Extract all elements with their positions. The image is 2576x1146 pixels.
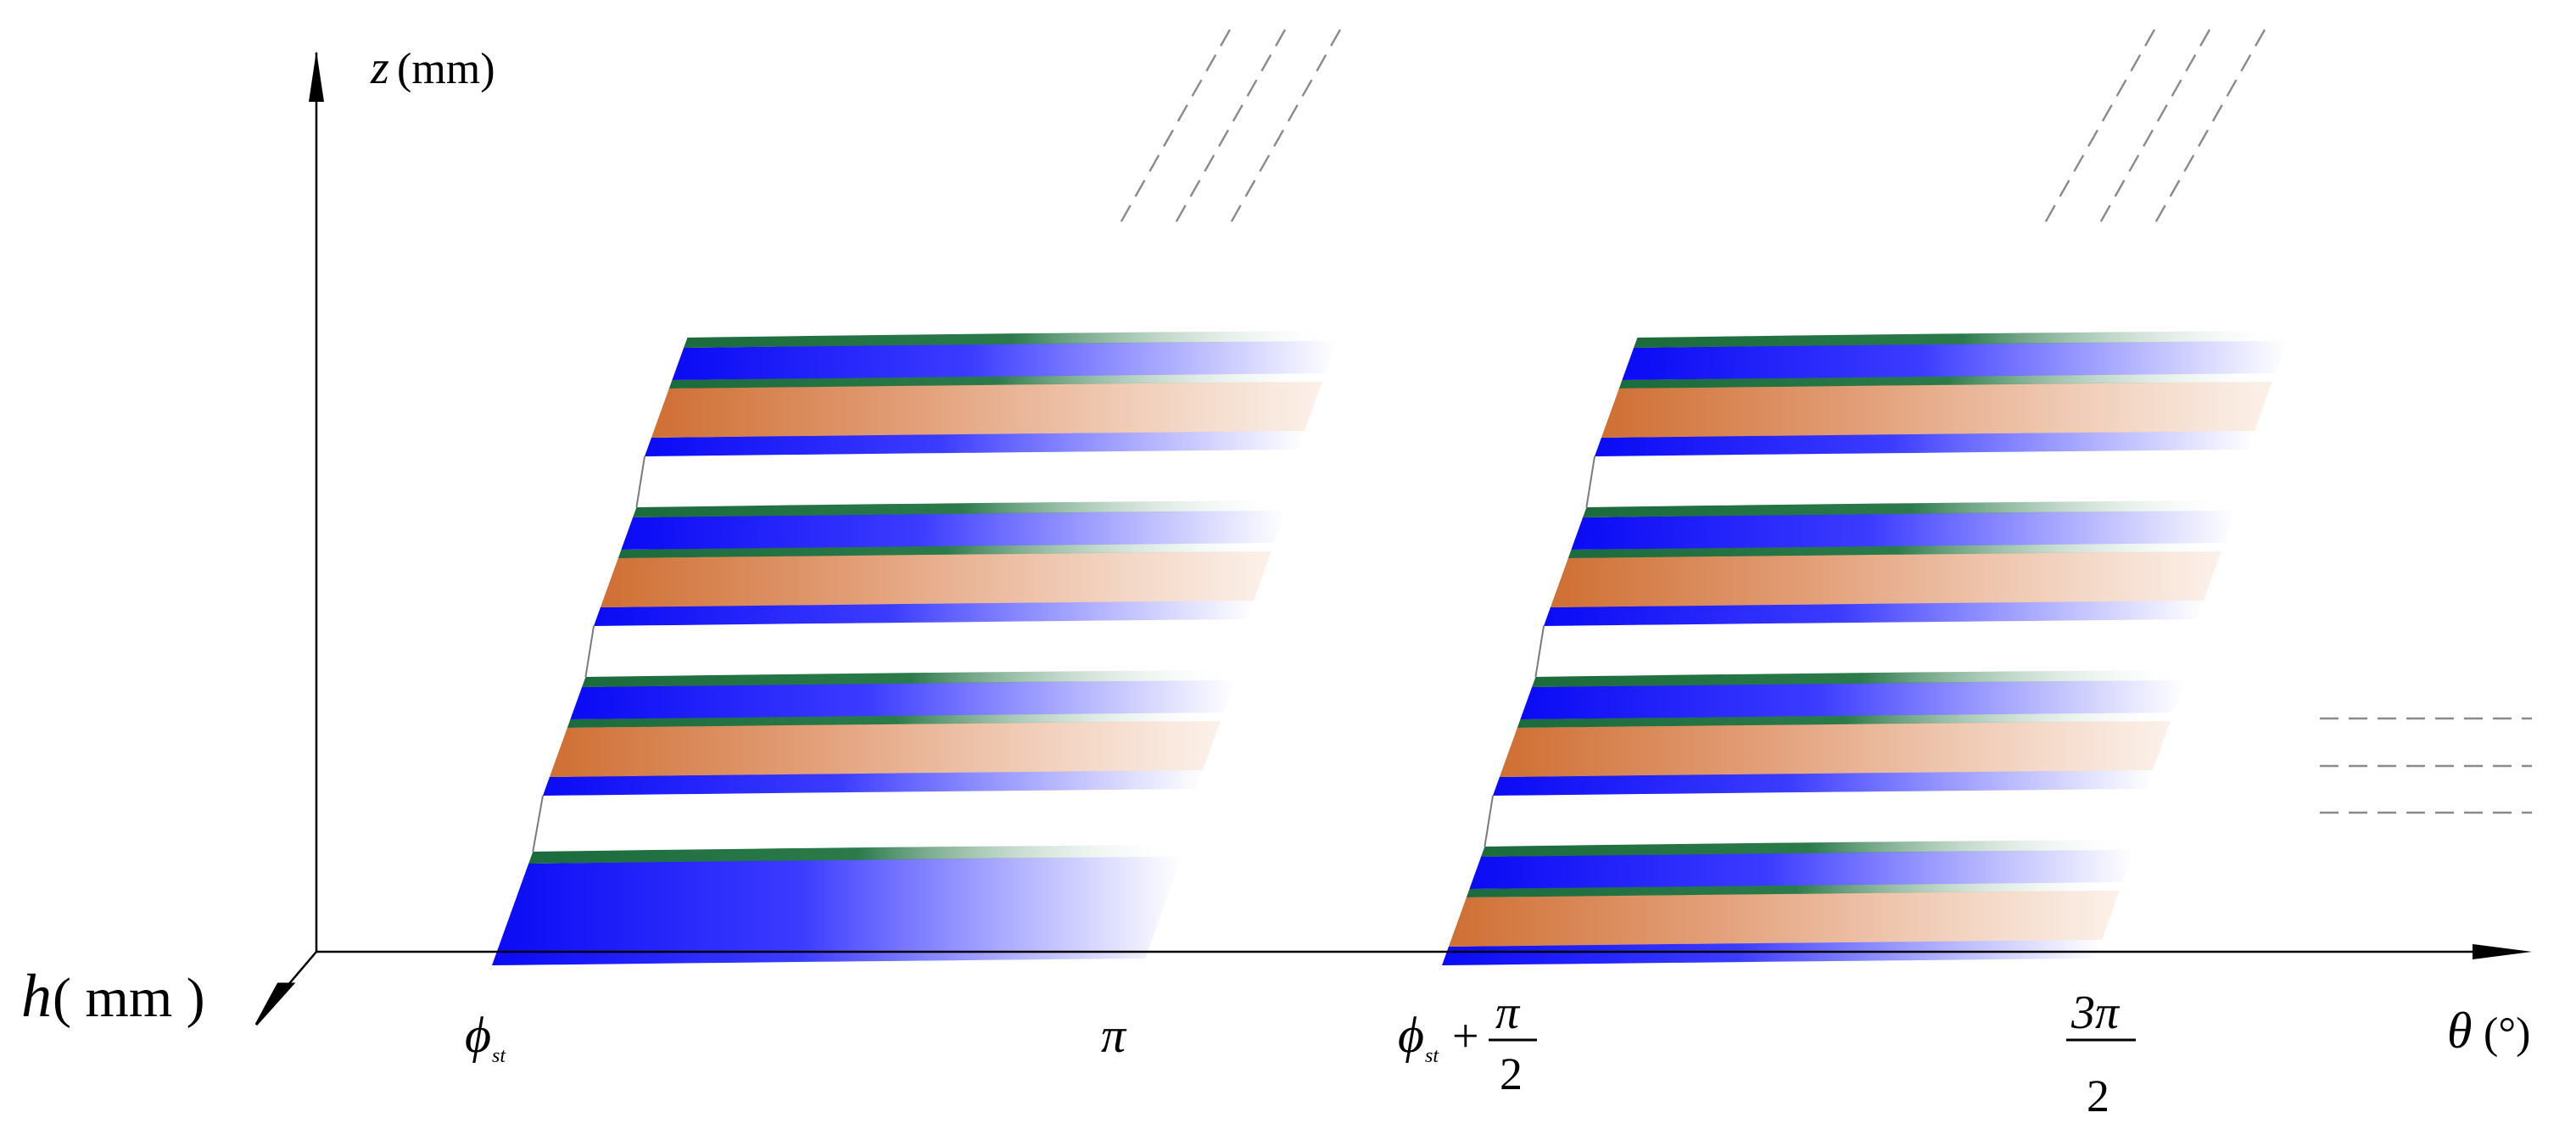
connector-line	[1484, 795, 1494, 847]
tick-three-pi-numerator: 3π	[2070, 987, 2121, 1039]
green-edge	[1532, 670, 2189, 687]
green-edge	[567, 713, 1224, 728]
blue-band	[1469, 850, 2135, 889]
left-stack	[492, 331, 1341, 965]
green-edge	[617, 543, 1275, 558]
axes	[254, 51, 2532, 1026]
tick-phi-st-subscript: st	[492, 1045, 506, 1067]
band-level	[645, 331, 1341, 456]
green-edge	[582, 670, 1239, 687]
theta-axis-arrow-icon	[2473, 944, 2532, 959]
blue-band	[1493, 770, 2153, 796]
green-edge	[1481, 840, 2138, 857]
green-edge	[1634, 331, 2291, 348]
orange-band	[549, 721, 1221, 777]
connector-line	[1534, 625, 1545, 678]
green-edge	[1466, 882, 2123, 897]
tick-phi-st: ϕ	[465, 1007, 491, 1063]
blue-band	[1622, 341, 2288, 380]
tick-pi: π	[1101, 1008, 1127, 1063]
green-edge	[528, 845, 1187, 864]
green-edge	[1567, 543, 2225, 558]
blue-band	[672, 341, 1338, 380]
green-edge	[1618, 373, 2276, 389]
green-edge	[684, 331, 1341, 348]
blue-band	[570, 680, 1236, 719]
dash-line	[1171, 29, 1287, 228]
orange-band	[600, 551, 1271, 607]
continuation-dashes	[1116, 29, 2532, 814]
connector-line	[1585, 456, 1595, 508]
theta-axis-unit: (°)	[2484, 1009, 2530, 1058]
blue-band	[1544, 601, 2204, 626]
theta-axis-label: θ	[2447, 1003, 2472, 1059]
green-edge	[633, 500, 1290, 517]
tick-three-pi-denominator: 2	[2087, 1071, 2109, 1121]
green-edge	[1517, 713, 2174, 728]
green-edge	[668, 373, 1326, 389]
band-level	[543, 670, 1239, 796]
band-level	[1442, 840, 2138, 965]
z-axis-label: z	[370, 42, 389, 94]
tick-frac-pi-denominator: 2	[1500, 1048, 1523, 1099]
blue-band	[594, 601, 1254, 626]
blue-band	[1595, 431, 2255, 456]
dash-line	[2096, 29, 2211, 228]
blue-band	[543, 770, 1203, 796]
right-stack	[1442, 331, 2291, 965]
dash-line	[2151, 29, 2266, 228]
h-axis-arrow-icon	[254, 982, 296, 1026]
dash-line	[1116, 29, 1232, 228]
orange-band	[1499, 721, 2171, 777]
tick-phi-st-2: ϕ	[1398, 1007, 1424, 1063]
dash-line	[1227, 29, 1342, 228]
blue-band	[645, 431, 1305, 456]
band-level	[492, 845, 1187, 965]
band-connectors	[532, 456, 1595, 853]
orange-band	[1601, 382, 2272, 438]
orange-band	[1550, 551, 2221, 607]
tick-frac-pi-numerator: π	[1495, 987, 1521, 1039]
band-level	[1595, 331, 2291, 456]
band-level	[594, 500, 1290, 626]
green-edge	[1583, 500, 2240, 517]
blue-band	[492, 857, 1182, 965]
band-layer	[492, 331, 2291, 965]
connector-line	[635, 456, 645, 508]
blue-band	[1520, 680, 2186, 719]
z-axis-arrow-icon	[309, 51, 324, 102]
h-axis-unit: ( mm )	[53, 967, 205, 1029]
band-level	[1544, 500, 2240, 626]
orange-band	[651, 382, 1322, 438]
orange-band	[1448, 891, 2120, 947]
blue-band	[1571, 511, 2237, 550]
tick-phi-st-2-subscript: st	[1425, 1045, 1439, 1067]
blue-band	[621, 511, 1287, 550]
tick-labels: ϕ st π ϕ st + π 2 3π 2	[465, 987, 2136, 1121]
band-level	[1493, 670, 2189, 796]
z-axis-unit: (mm)	[397, 45, 495, 93]
connector-line	[532, 795, 544, 853]
h-axis-label: h	[21, 962, 52, 1030]
connector-line	[584, 625, 595, 678]
axis-labels: z (mm) h ( mm ) θ (°)	[21, 42, 2530, 1059]
dash-line	[2041, 29, 2156, 228]
tick-plus: +	[1452, 1010, 1479, 1063]
